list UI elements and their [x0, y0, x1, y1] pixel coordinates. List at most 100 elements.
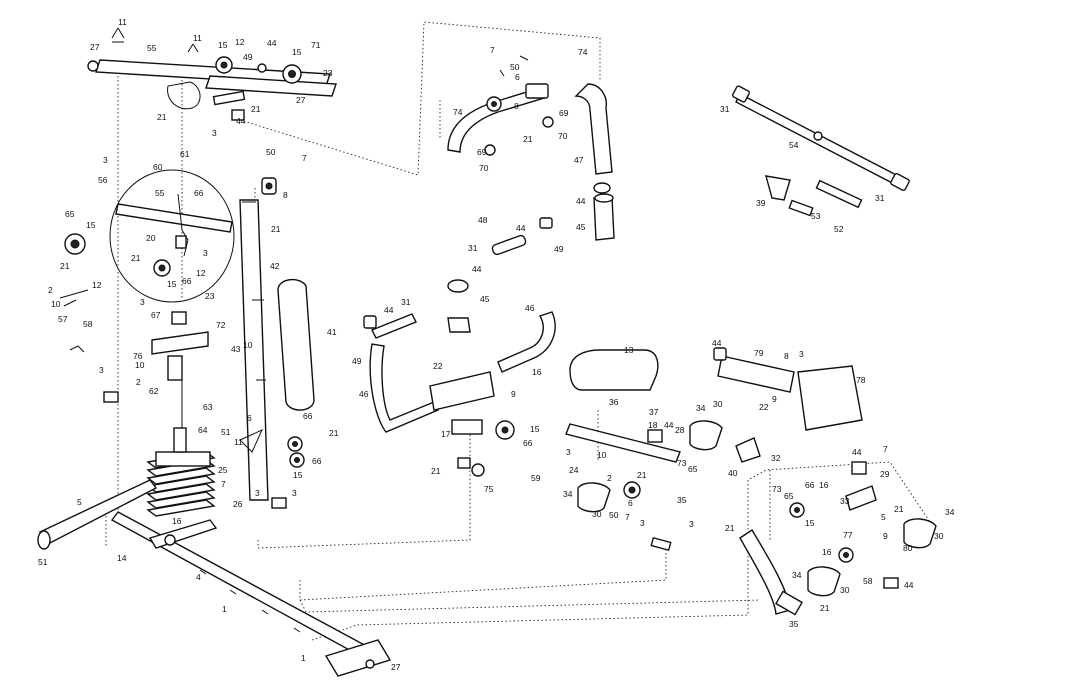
part-callout: 57 [58, 314, 68, 324]
part-callout: 20 [146, 233, 156, 243]
part-callout: 22 [759, 402, 769, 412]
part-callout: 9 [511, 389, 516, 399]
center-handle-frame [363, 217, 556, 477]
part-callout: 79 [754, 348, 764, 358]
part-callout: 70 [558, 131, 568, 141]
part-callout: 27 [391, 662, 401, 672]
part-callout: 35 [677, 495, 687, 505]
part-callout: 53 [811, 211, 821, 221]
part-callout: 14 [117, 553, 127, 563]
part-callout: 8 [514, 101, 519, 111]
part-callout: 47 [574, 155, 584, 165]
part-callout: 66 [194, 188, 204, 198]
part-callout: 44 [576, 196, 586, 206]
part-callout: 48 [478, 215, 488, 225]
upright-tower [239, 177, 277, 501]
part-callout: 15 [293, 470, 303, 480]
part-callout: 21 [60, 261, 70, 271]
part-callout: 60 [153, 162, 163, 172]
part-callout: 73 [677, 458, 687, 468]
part-callout: 2 [48, 285, 53, 295]
part-callout: 21 [131, 253, 141, 263]
part-callout: 6 [628, 498, 633, 508]
part-callout: 78 [856, 375, 866, 385]
part-callout: 22 [433, 361, 443, 371]
part-callout: 46 [359, 389, 369, 399]
part-callout: 44 [712, 338, 722, 348]
part-callout: 3 [689, 519, 694, 529]
part-callout: 49 [352, 356, 362, 366]
part-callout: 29 [880, 469, 890, 479]
part-callout: 3 [799, 349, 804, 359]
part-callout: 30 [840, 585, 850, 595]
part-callout: 65 [65, 209, 75, 219]
part-callout: 7 [302, 153, 307, 163]
part-callout: 77 [843, 530, 853, 540]
leg-extension-assembly [713, 347, 937, 616]
part-callout: 44 [236, 116, 246, 126]
part-callout: 75 [484, 484, 494, 494]
part-callout: 16 [819, 480, 829, 490]
part-callout: 49 [554, 244, 564, 254]
part-callout: 31 [875, 193, 885, 203]
part-callout: 45 [576, 222, 586, 232]
long-bar-54 [732, 85, 910, 217]
part-callout: 51 [221, 427, 231, 437]
part-callout: 3 [203, 248, 208, 258]
top-arm-assembly [87, 27, 337, 121]
part-callout: 11 [193, 33, 202, 43]
part-callout: 51 [38, 557, 48, 567]
part-callout: 34 [792, 570, 802, 580]
part-callout: 52 [834, 224, 844, 234]
part-callout: 74 [578, 47, 588, 57]
part-callout: 73 [772, 484, 782, 494]
part-callout: 21 [894, 504, 904, 514]
part-callout: 44 [904, 580, 914, 590]
part-callout: 31 [468, 243, 478, 253]
part-callout: 50 [266, 147, 276, 157]
part-callout: 3 [255, 488, 260, 498]
part-callout: 25 [218, 465, 228, 475]
part-callout: 21 [523, 134, 533, 144]
part-callout: 34 [563, 489, 573, 499]
part-callout: 15 [530, 424, 540, 434]
part-callout: 45 [480, 294, 490, 304]
part-callout: 3 [99, 365, 104, 375]
part-callout: 31 [401, 297, 411, 307]
part-callout: 18 [648, 420, 658, 430]
part-callout: 71 [311, 40, 321, 50]
part-callout: 64 [198, 425, 208, 435]
part-callout: 30 [713, 399, 723, 409]
part-callout: 10 [597, 450, 607, 460]
part-callout: 23 [205, 291, 215, 301]
part-callout: 10 [243, 340, 253, 350]
part-callout: 33 [840, 496, 850, 506]
part-callout: 8 [784, 351, 789, 361]
part-callout: 44 [384, 305, 394, 315]
part-callout: 55 [147, 43, 157, 53]
part-callout: 76 [133, 351, 143, 361]
part-callout: 31 [720, 104, 730, 114]
part-callout: 44 [852, 447, 862, 457]
part-callout: 44 [516, 223, 526, 233]
part-callout: 72 [216, 320, 226, 330]
part-callout: 34 [945, 507, 955, 517]
part-callout: 70 [479, 163, 489, 173]
part-callout: 40 [728, 468, 738, 478]
part-callout: 11 [118, 17, 127, 27]
part-callout: 66 [303, 411, 313, 421]
part-callout: 54 [789, 140, 799, 150]
part-callout: 23 [323, 68, 333, 78]
part-callout: 5 [881, 512, 886, 522]
part-callout: 66 [523, 438, 533, 448]
part-callout: 28 [675, 425, 685, 435]
part-callout: 16 [172, 516, 182, 526]
part-callout: 56 [98, 175, 108, 185]
part-callout: 62 [149, 386, 159, 396]
part-callout: 44 [664, 420, 674, 430]
part-callout: 44 [472, 264, 482, 274]
part-callout: 21 [431, 466, 441, 476]
part-callout: 21 [157, 112, 167, 122]
